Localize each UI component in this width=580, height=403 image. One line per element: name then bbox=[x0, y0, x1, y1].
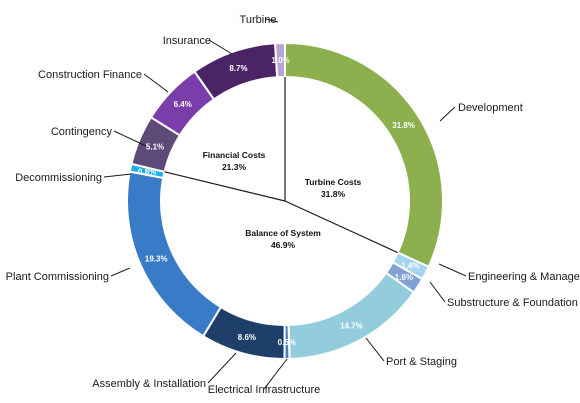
leader-line-engineering-and-management bbox=[438, 263, 467, 277]
group-value-turbine-costs: 31.8% bbox=[321, 189, 346, 199]
category-label-electrical-infrastructure: Electrical Infrastructure bbox=[208, 384, 320, 396]
leader-line-substructure-and-foundation bbox=[429, 281, 446, 303]
leader-line-electrical-infrastructure bbox=[263, 358, 288, 390]
percent-label-development: 1.4% bbox=[401, 261, 419, 270]
group-value-balance-of-system: 46.9% bbox=[271, 240, 296, 250]
leader-line-turbine bbox=[265, 18, 279, 23]
segment-substructure-and-foundation bbox=[287, 271, 416, 360]
group-value-financial-costs: 21.3% bbox=[222, 162, 247, 172]
divider-left bbox=[164, 171, 286, 202]
percent-labels: 31.8% 1.4% 1.6% 14.7% 0.5% 8.6% 19.3% 0.8% 5.1% 6… bbox=[138, 56, 420, 347]
group-labels: Financial Costs 21.3% Turbine Costs 31.8% Ba… bbox=[203, 150, 362, 250]
leader-line-plant-commissioning bbox=[110, 267, 131, 277]
category-label-plant-commissioning: Plant Commissioning bbox=[6, 271, 109, 283]
percent-label-insurance: 1.0% bbox=[271, 56, 289, 65]
group-dividers bbox=[164, 77, 398, 254]
percent-label-port-and-staging: 0.5% bbox=[278, 338, 296, 347]
ring-segments bbox=[126, 41, 444, 361]
leader-line-construction-finance bbox=[143, 73, 169, 93]
group-label-turbine-costs: Turbine Costs bbox=[305, 177, 362, 187]
category-label-substructure-and-foundation: Substructure & Foundation bbox=[447, 297, 578, 309]
leader-line-assembly-and-installation bbox=[207, 352, 237, 384]
divider-right bbox=[284, 200, 398, 254]
category-label-engineering-and-management: Engineering & Management bbox=[468, 271, 580, 283]
segment-assembly-and-installation bbox=[126, 170, 223, 338]
leader-line-development bbox=[439, 106, 456, 122]
category-label-contingency: Contingency bbox=[51, 126, 113, 138]
percent-label-assembly-and-installation: 19.3% bbox=[145, 254, 168, 263]
percent-label-turbine: 31.8% bbox=[392, 121, 415, 130]
leader-line-port-and-staging bbox=[365, 337, 385, 362]
category-label-assembly-and-installation: Assembly & Installation bbox=[92, 378, 206, 390]
leader-line-decommissioning bbox=[103, 173, 132, 178]
category-label-insurance: Insurance bbox=[163, 35, 211, 47]
percent-label-decommissioning: 5.1% bbox=[146, 142, 164, 151]
category-label-turbine: Turbine bbox=[240, 14, 277, 26]
percent-label-plant-commissioning: 0.8% bbox=[138, 167, 156, 176]
category-label-construction-finance: Construction Finance bbox=[38, 69, 142, 81]
percent-label-construction-finance: 8.7% bbox=[229, 64, 247, 73]
group-label-balance-of-system: Balance of System bbox=[245, 228, 321, 238]
category-label-decommissioning: Decommissioning bbox=[15, 172, 102, 184]
percent-label-substructure-and-foundation: 14.7% bbox=[340, 321, 363, 330]
percent-label-engineering-and-management: 1.6% bbox=[395, 273, 413, 282]
percent-label-electrical-infrastructure: 8.6% bbox=[238, 333, 256, 342]
category-label-port-and-staging: Port & Staging bbox=[386, 356, 457, 368]
leader-line-insurance bbox=[208, 39, 233, 55]
percent-label-contingency: 6.4% bbox=[174, 100, 192, 109]
category-label-development: Development bbox=[458, 102, 523, 114]
leader-line-contingency bbox=[113, 130, 147, 147]
group-label-financial-costs: Financial Costs bbox=[203, 150, 266, 160]
